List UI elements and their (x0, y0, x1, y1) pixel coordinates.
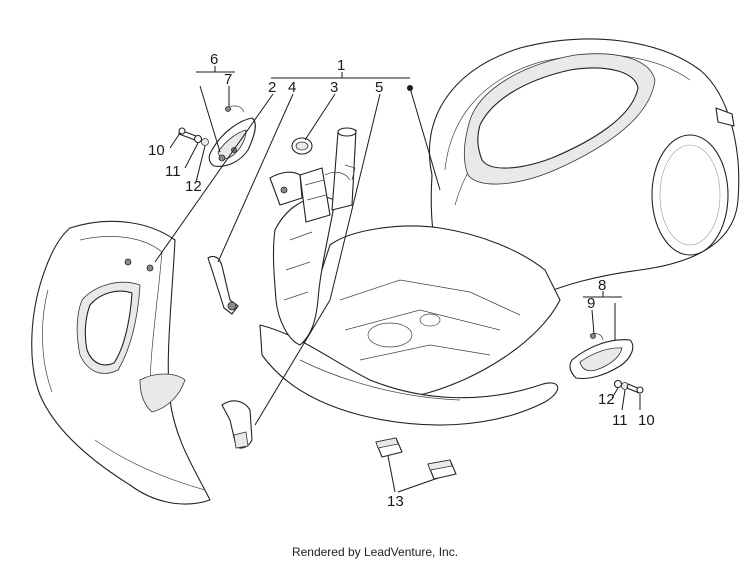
callout-11-left: 11 (165, 163, 181, 180)
handle-part-8 (569, 333, 634, 380)
callout-13: 13 (387, 493, 404, 510)
callout-11-right: 11 (612, 412, 628, 429)
callout-10-right: 10 (638, 412, 655, 429)
bracket-part-4 (207, 255, 239, 315)
fasteners-left (178, 127, 209, 146)
callout-4: 4 (288, 79, 296, 96)
handle-part-6 (208, 105, 256, 167)
callout-7: 7 (224, 71, 232, 88)
rubber-pad-part-13 (375, 437, 457, 480)
fasteners-right (613, 379, 644, 394)
frame-body-part (259, 38, 740, 426)
callout-10-left: 10 (148, 142, 165, 159)
footer-credit: Rendered by LeadVenture, Inc. (291, 545, 459, 559)
front-shield-part (31, 220, 211, 505)
callout-12-left: 12 (185, 178, 202, 195)
callout-1: 1 (337, 57, 345, 74)
callout-5: 5 (375, 79, 383, 96)
callout-6: 6 (210, 51, 218, 68)
callout-2: 2 (268, 79, 276, 96)
callout-12-right: 12 (598, 391, 615, 408)
callout-3: 3 (330, 79, 338, 96)
callout-labels: 1 2 4 3 5 6 7 10 11 12 8 9 12 11 10 13 (148, 51, 655, 510)
lower-cover-part (221, 400, 253, 449)
leader-lines (154, 66, 641, 493)
callout-8: 8 (598, 277, 606, 294)
callout-9: 9 (587, 295, 595, 312)
grommet-part-3 (291, 137, 313, 155)
